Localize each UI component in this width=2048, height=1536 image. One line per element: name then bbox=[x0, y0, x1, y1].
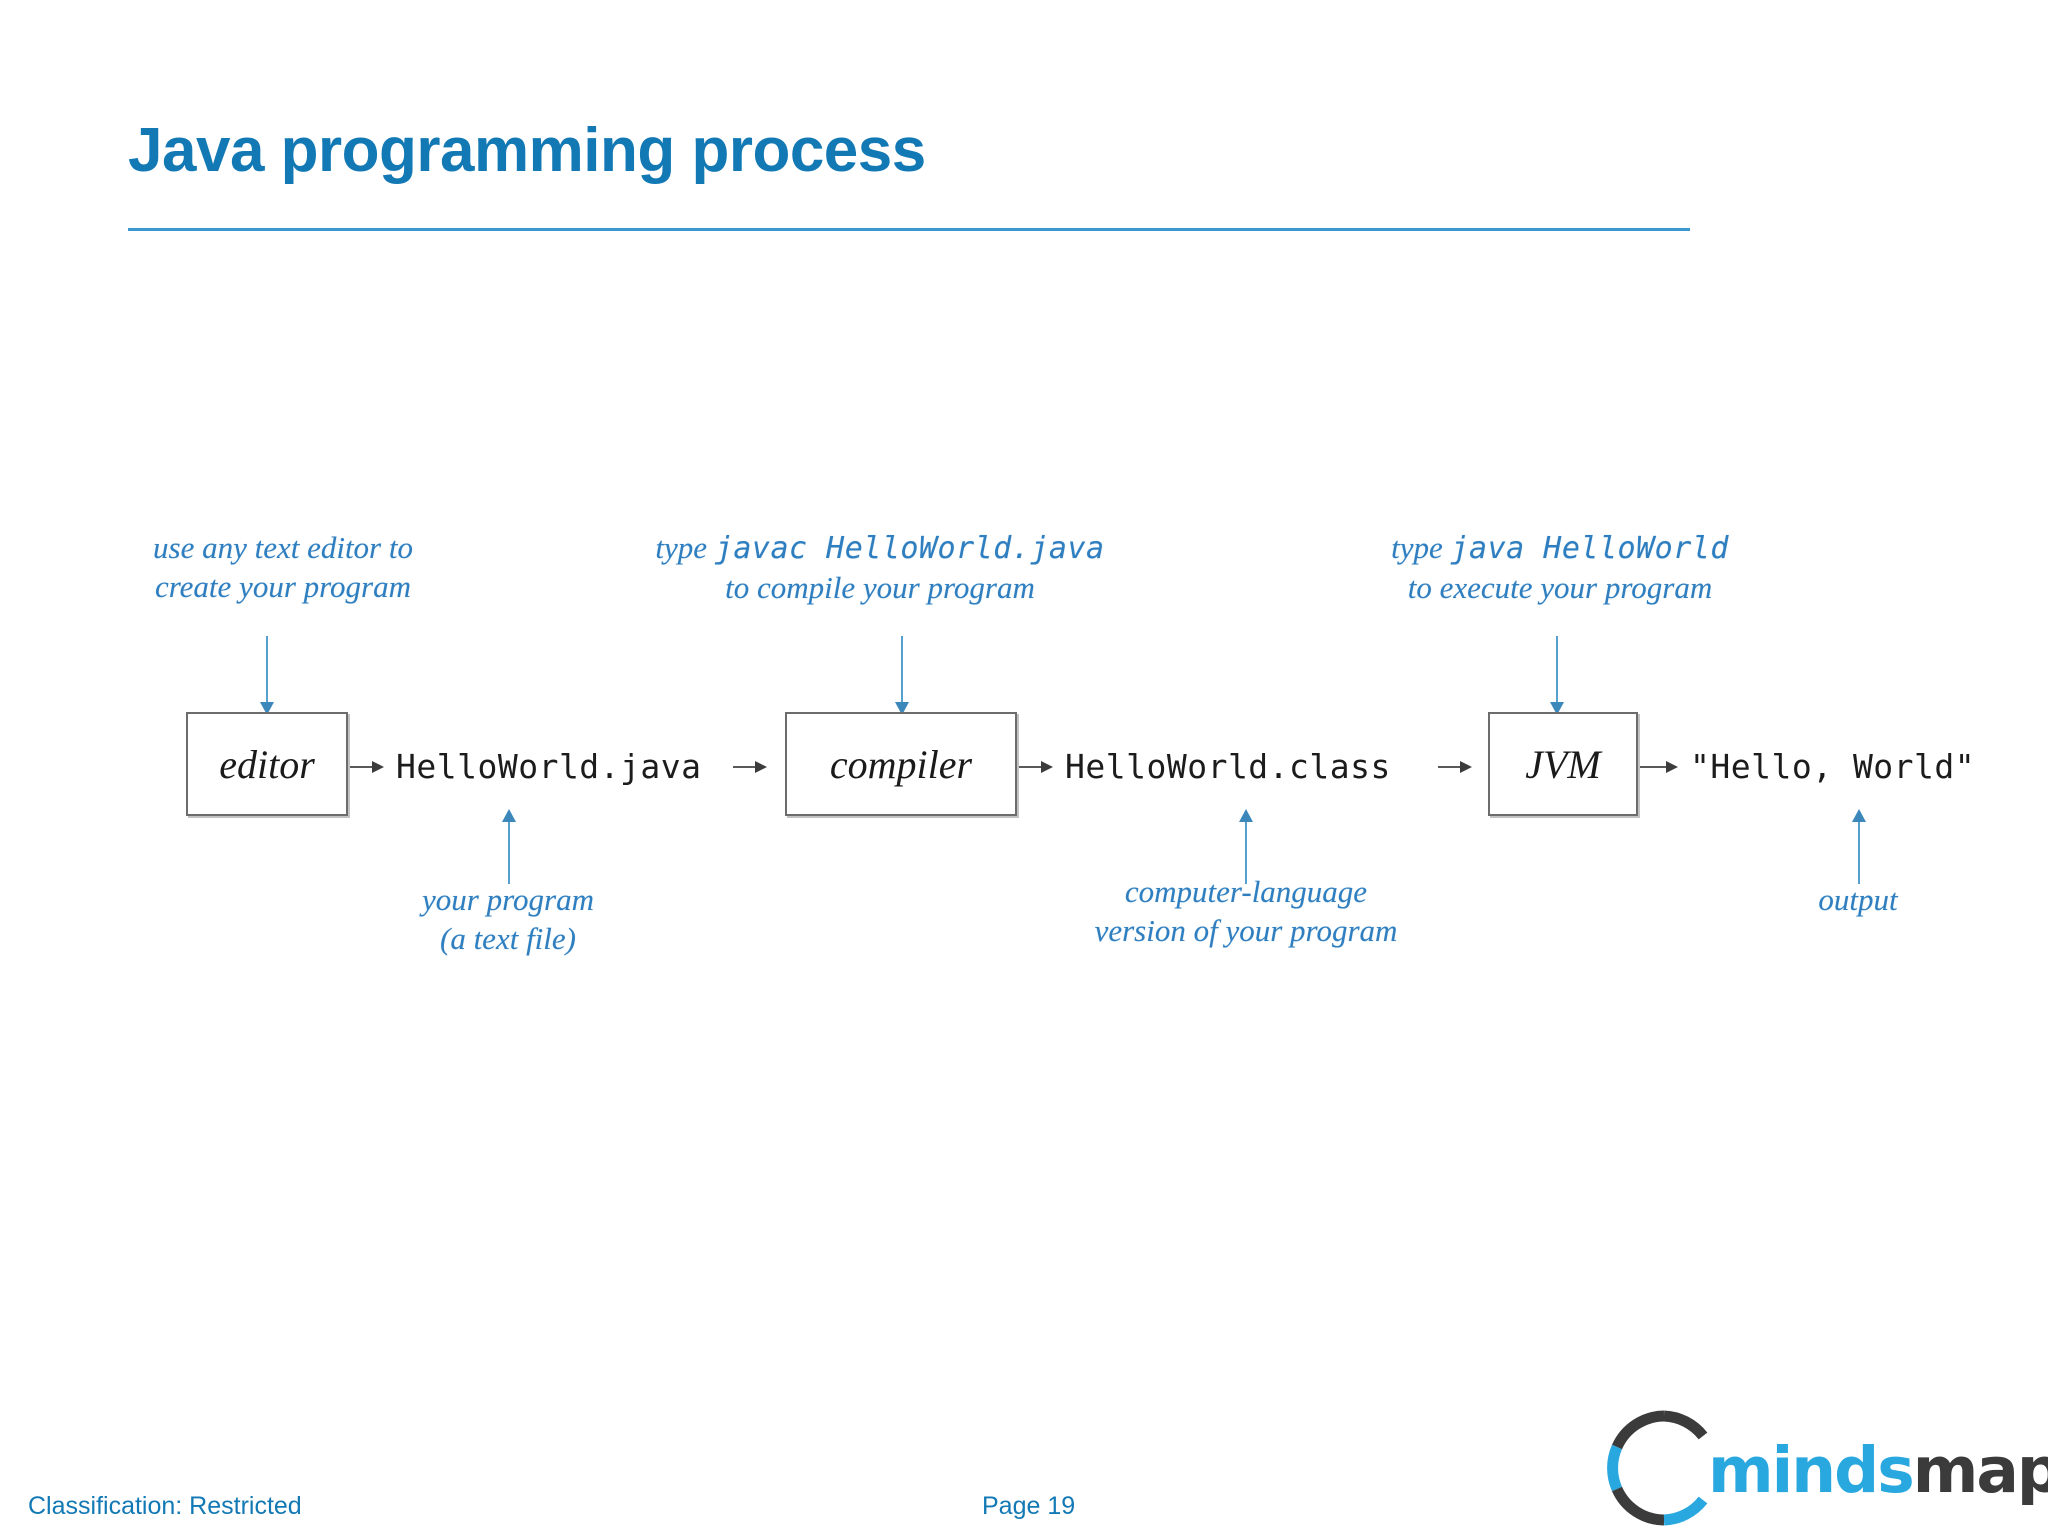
annotation-execute-line1: type java HelloWorld bbox=[1330, 528, 1790, 568]
logo-wordmark: mindsmapped bbox=[1708, 1434, 2048, 1507]
annotation-output-line1: output bbox=[1818, 882, 1898, 917]
annotation-compile-line1-command: javac HelloWorld.java bbox=[714, 531, 1105, 566]
annotation-output-note: output bbox=[1740, 880, 1976, 919]
annotation-bytecode-line1: computer-language bbox=[1124, 874, 1368, 909]
arrow-down-to-compiler bbox=[895, 636, 909, 715]
arrow-up-from-bytecode-note bbox=[1239, 809, 1253, 884]
title-underline-rule bbox=[128, 228, 1690, 231]
annotation-editor-line1: use any text editor to bbox=[153, 530, 413, 565]
stage-box-editor-label: editor bbox=[219, 741, 315, 787]
mindsmapped-logo: mindsmapped bbox=[1600, 1404, 2048, 1532]
annotation-execute-line2: to execute your program bbox=[1407, 569, 1713, 605]
page-title: Java programming process bbox=[128, 116, 926, 185]
logo-word-minds: minds bbox=[1708, 1434, 1915, 1507]
annotation-bytecode-line2: version of your program bbox=[1094, 913, 1398, 949]
stage-box-compiler: compiler bbox=[785, 712, 1017, 816]
annotation-compile-note: type javac HelloWorld.java to compile yo… bbox=[600, 528, 1160, 607]
annotation-source-line1: your program bbox=[422, 882, 594, 917]
artifact-class-file: HelloWorld.class bbox=[1065, 747, 1391, 786]
annotation-editor-note: use any text editor to create your progr… bbox=[103, 528, 463, 606]
annotation-compile-line1-plain: type bbox=[655, 530, 715, 565]
annotation-source-line2: (a text file) bbox=[440, 921, 576, 957]
artifact-source-file: HelloWorld.java bbox=[396, 747, 702, 786]
annotation-execute-line1-command: java HelloWorld bbox=[1450, 531, 1729, 566]
connector-source-to-compiler bbox=[733, 761, 767, 773]
annotation-execute-line1-plain: type bbox=[1391, 530, 1451, 565]
footer-page-number: Page 19 bbox=[982, 1492, 1076, 1520]
footer-classification-label: Classification: Restricted bbox=[28, 1492, 302, 1520]
connector-class-to-jvm bbox=[1438, 761, 1472, 773]
arrow-down-to-jvm bbox=[1550, 636, 1564, 715]
annotation-bytecode-note: computer-language version of your progra… bbox=[1040, 872, 1452, 950]
stage-box-editor: editor bbox=[186, 712, 348, 816]
arrow-up-from-output-note bbox=[1852, 809, 1866, 884]
annotation-compile-line1: type javac HelloWorld.java bbox=[600, 528, 1160, 568]
connector-compiler-to-class bbox=[1019, 761, 1053, 773]
annotation-execute-note: type java HelloWorld to execute your pro… bbox=[1330, 528, 1790, 607]
connector-jvm-to-output bbox=[1640, 761, 1678, 773]
annotation-compile-line2: to compile your program bbox=[725, 569, 1035, 605]
logo-word-mapped: mapped bbox=[1912, 1434, 2048, 1507]
annotation-editor-line2: create your program bbox=[155, 569, 411, 605]
stage-box-compiler-label: compiler bbox=[829, 741, 973, 787]
stage-box-jvm: JVM bbox=[1488, 712, 1638, 816]
arrow-down-to-editor bbox=[260, 636, 274, 715]
artifact-console-output: "Hello, World" bbox=[1690, 747, 1976, 786]
annotation-source-note: your program (a text file) bbox=[330, 880, 686, 958]
stage-box-jvm-label: JVM bbox=[1525, 741, 1601, 787]
connector-editor-to-source bbox=[350, 761, 384, 773]
arrow-up-from-source-note bbox=[502, 809, 516, 884]
logo-ring-icon bbox=[1607, 1410, 1708, 1526]
